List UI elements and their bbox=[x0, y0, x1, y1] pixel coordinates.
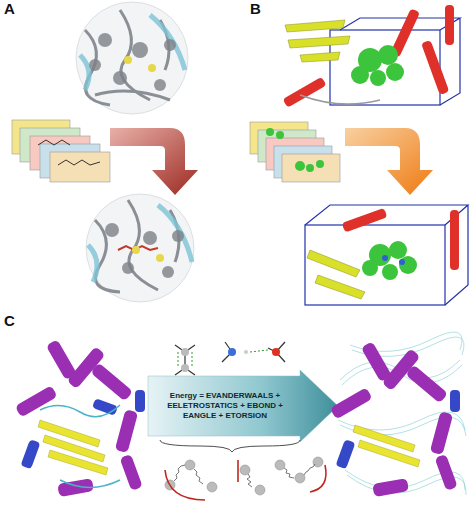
protein-pocket-top bbox=[76, 2, 188, 114]
energy-equation: Energy = EVANDERWAALS + EELETROSTATICS +… bbox=[152, 378, 298, 434]
docked-box bbox=[305, 205, 468, 305]
equation-text: Energy = EVANDERWAALS + EELETROSTATICS +… bbox=[152, 391, 298, 421]
ligand-library bbox=[250, 122, 340, 182]
protein-structure bbox=[15, 339, 145, 497]
brace bbox=[160, 440, 300, 452]
docked-complex bbox=[86, 194, 194, 302]
panel-label: A bbox=[4, 0, 15, 17]
screening-arrow bbox=[345, 128, 433, 195]
ligand-library bbox=[12, 120, 110, 182]
conformational-ensemble bbox=[330, 332, 466, 497]
energy-arrow bbox=[148, 370, 338, 442]
spring-terms bbox=[165, 457, 326, 500]
interaction-icons bbox=[175, 342, 285, 375]
target-protein bbox=[283, 5, 460, 108]
panel-label: C bbox=[4, 312, 15, 329]
docking-arrow bbox=[110, 128, 198, 195]
panel-label: B bbox=[250, 0, 261, 17]
